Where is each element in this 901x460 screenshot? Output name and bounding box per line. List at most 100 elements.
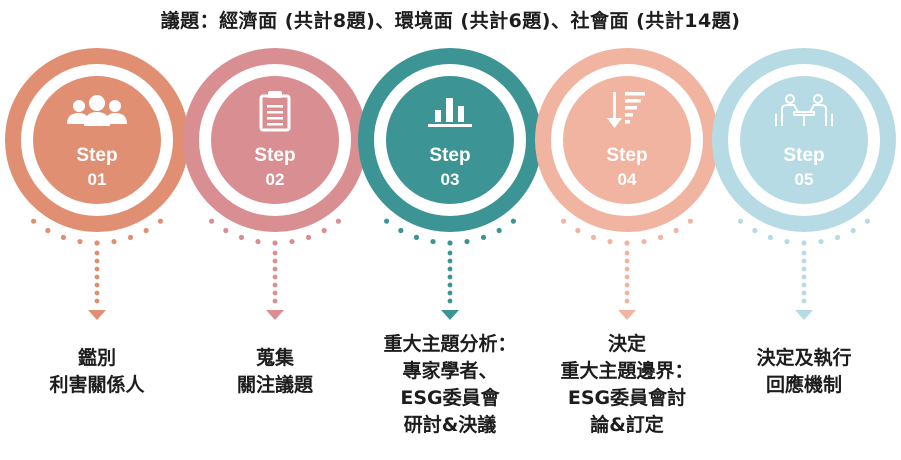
- arc-dot: [272, 240, 278, 246]
- arc-dot: [850, 227, 856, 234]
- arc-dot: [398, 227, 404, 234]
- step-1: [5, 48, 189, 320]
- description-line: 重大主題邊界：: [560, 360, 694, 382]
- arc-dot: [383, 218, 390, 224]
- page-title: 議題：經濟面 (共計8題)、環境面 (共計6題)、社會面 (共計14題): [160, 10, 741, 32]
- connector-dot: [624, 266, 630, 272]
- step-description-5: 決定及執行回應機制: [709, 345, 899, 399]
- arc-dot: [784, 238, 790, 245]
- arc-dot: [255, 238, 261, 245]
- connector-dot: [94, 250, 100, 256]
- step-2: [183, 48, 367, 320]
- step-inner-circle: [740, 76, 868, 204]
- step-label: Step: [254, 145, 296, 166]
- connector-dot: [447, 258, 453, 264]
- description-line: 決定: [607, 333, 646, 355]
- connector-dot: [94, 298, 100, 304]
- connector-dot: [447, 250, 453, 256]
- arc-dot: [560, 218, 567, 224]
- clipboard-icon: [259, 91, 291, 132]
- connector-dot: [272, 266, 278, 272]
- arc-dot: [818, 238, 824, 245]
- arc-dot: [60, 234, 67, 240]
- arc-dot: [208, 218, 215, 224]
- arc-dot: [687, 218, 694, 224]
- connector-dot: [801, 266, 807, 272]
- arc-dot: [413, 234, 420, 240]
- arc-dot: [464, 238, 470, 245]
- description-line: ESG委員會: [400, 387, 500, 409]
- arc-dot: [157, 218, 164, 224]
- connector-dot: [447, 282, 453, 288]
- arc-dot: [143, 227, 149, 234]
- description-line: 決定及執行: [756, 347, 852, 369]
- arrow-down-icon: [795, 310, 813, 320]
- step-inner-circle: [386, 76, 514, 204]
- arc-dot: [289, 238, 295, 245]
- arc-dot: [767, 234, 774, 240]
- arc-dot: [238, 234, 245, 240]
- step-5: [712, 48, 896, 320]
- step-3: [358, 48, 542, 320]
- connector-dot: [624, 258, 630, 264]
- step-badge-1: Step 01: [67, 146, 127, 188]
- connector-dot: [801, 250, 807, 256]
- arc-dot: [127, 234, 134, 240]
- connector-dot: [94, 282, 100, 288]
- step-number: 04: [617, 170, 637, 189]
- description-line: 利害關係人: [49, 374, 145, 396]
- connector-dot: [801, 274, 807, 280]
- step-badge-3: Step 03: [420, 146, 480, 188]
- arc-dot: [77, 238, 83, 245]
- connector-dot: [801, 298, 807, 304]
- sort-descending-icon: [607, 92, 645, 128]
- step-label: Step: [429, 145, 471, 166]
- arc-dot: [510, 218, 517, 224]
- step-inner-circle: [33, 76, 161, 204]
- connector-dot: [801, 258, 807, 264]
- description-line: 論&訂定: [590, 414, 664, 436]
- arc-dot: [607, 238, 613, 245]
- bar-chart-icon: [428, 98, 472, 127]
- connector-dot: [624, 250, 630, 256]
- connector-dot: [94, 274, 100, 280]
- step-description-2: 蒐集關注議題: [180, 345, 370, 399]
- connector-dot: [272, 290, 278, 296]
- step-number: 03: [440, 170, 460, 189]
- step-inner-circle: [211, 76, 339, 204]
- arc-dot: [657, 234, 664, 240]
- description-line: 研討&決議: [403, 414, 497, 436]
- meeting-table-icon: [775, 94, 833, 126]
- description-line: 鑑別: [77, 347, 116, 369]
- step-label: Step: [783, 145, 825, 166]
- description-line: 重大主題分析：: [383, 333, 517, 355]
- arc-dot: [864, 218, 871, 224]
- arc-dot: [321, 227, 327, 234]
- arrow-down-icon: [441, 310, 459, 320]
- arc-dot: [111, 238, 117, 245]
- arc-dot: [575, 227, 581, 234]
- description-line: 專家學者、: [402, 360, 498, 382]
- arc-dot: [673, 227, 679, 234]
- arc-dot: [480, 234, 487, 240]
- arc-dot: [430, 238, 436, 245]
- connector-dot: [272, 298, 278, 304]
- description-line: 蒐集: [255, 347, 294, 369]
- connector-dot: [801, 282, 807, 288]
- arc-dot: [447, 240, 453, 246]
- connector-dot: [447, 298, 453, 304]
- connector-dot: [272, 274, 278, 280]
- connector-dot: [624, 290, 630, 296]
- arrow-down-icon: [618, 310, 636, 320]
- step-number: 01: [87, 170, 107, 189]
- connector-dot: [94, 258, 100, 264]
- step-inner-circle: [563, 76, 691, 204]
- arc-dot: [30, 218, 37, 224]
- connector-dot: [447, 290, 453, 296]
- arc-dot: [801, 240, 807, 246]
- step-label: Step: [76, 145, 118, 166]
- arc-dot: [624, 240, 630, 246]
- arc-dot: [737, 218, 744, 224]
- connector-dot: [94, 290, 100, 296]
